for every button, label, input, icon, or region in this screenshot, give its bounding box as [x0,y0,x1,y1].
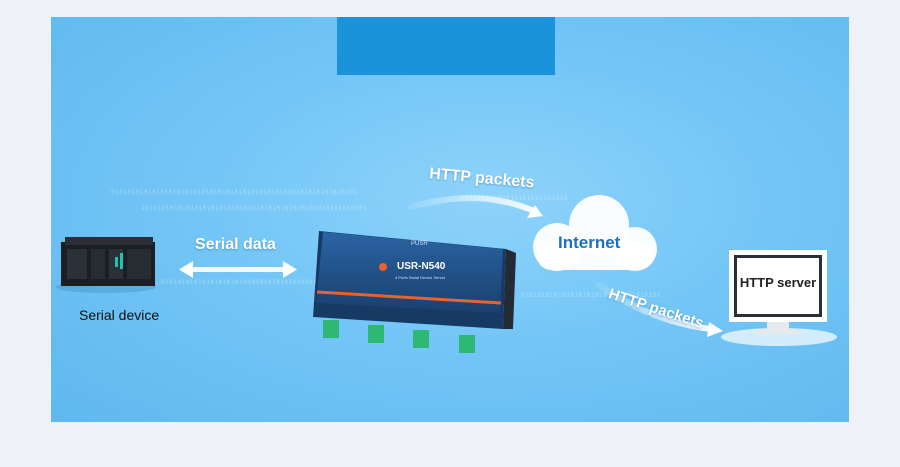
device-subtitle-label: 4 Ports Serial Device Server [395,275,446,280]
serial-device-label: Serial device [79,307,160,323]
device-model-label: USR-N540 [397,261,446,272]
arrow-head-icon [527,205,543,218]
serial-server-device-icon [313,231,516,353]
device-brand-label: PUSR [411,241,428,247]
binary-stream-decoration: 0101010101010101010101010101010101010101… [111,189,358,196]
monitor-icon [721,250,837,346]
diagram-panel: 0101010101010101010101010101010101010101… [51,17,849,422]
http-server-label: HTTP server [739,275,817,290]
binary-stream-decoration: 0101010101010101010101010101010101010101… [161,279,351,286]
arrow-head-icon [707,322,723,337]
serial-device-icon [56,237,156,293]
diagram-graphics [56,195,837,353]
internet-label: Internet [558,233,621,252]
http-arrow-bottom [596,282,714,332]
title-tab [337,17,555,75]
http-arrow-top [408,195,539,215]
binary-stream-decoration: 10101010101010101010101010 [461,195,568,202]
binary-stream-decoration: 0101010101010101010101010101010101 [521,292,661,299]
binary-stream-decoration: 1010101010101010101010101010101010101010… [141,205,368,212]
cloud-icon [533,195,657,271]
serial-data-arrow [179,261,297,278]
serial-data-label: Serial data [195,236,276,253]
